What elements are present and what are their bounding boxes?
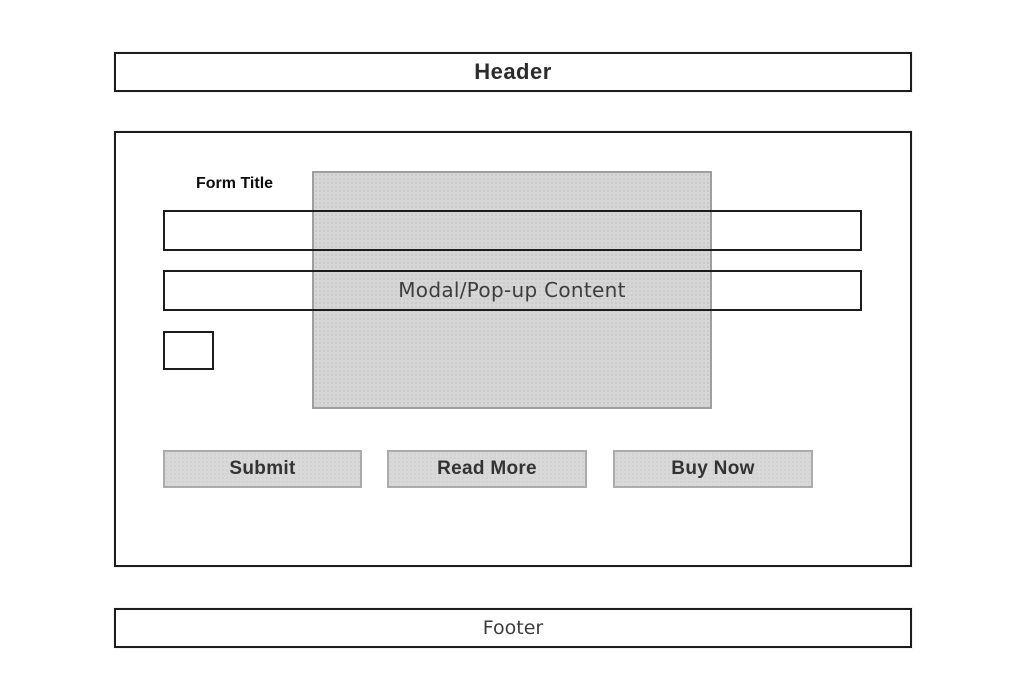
read-more-button[interactable]: Read More: [387, 450, 587, 488]
form-checkbox[interactable]: [163, 331, 214, 370]
header-title: Header: [474, 59, 552, 84]
form-title: Form Title: [196, 175, 274, 192]
footer-title: Footer: [482, 617, 544, 639]
buy-now-button[interactable]: Buy Now: [613, 450, 813, 488]
form-input-2[interactable]: [163, 270, 862, 311]
header-bar: Header: [114, 52, 912, 92]
modal-content-text: Modal/Pop-up Content: [398, 278, 626, 302]
form-input-1[interactable]: [163, 210, 862, 251]
submit-button[interactable]: Submit: [163, 450, 362, 488]
footer-bar: Footer: [114, 608, 912, 648]
